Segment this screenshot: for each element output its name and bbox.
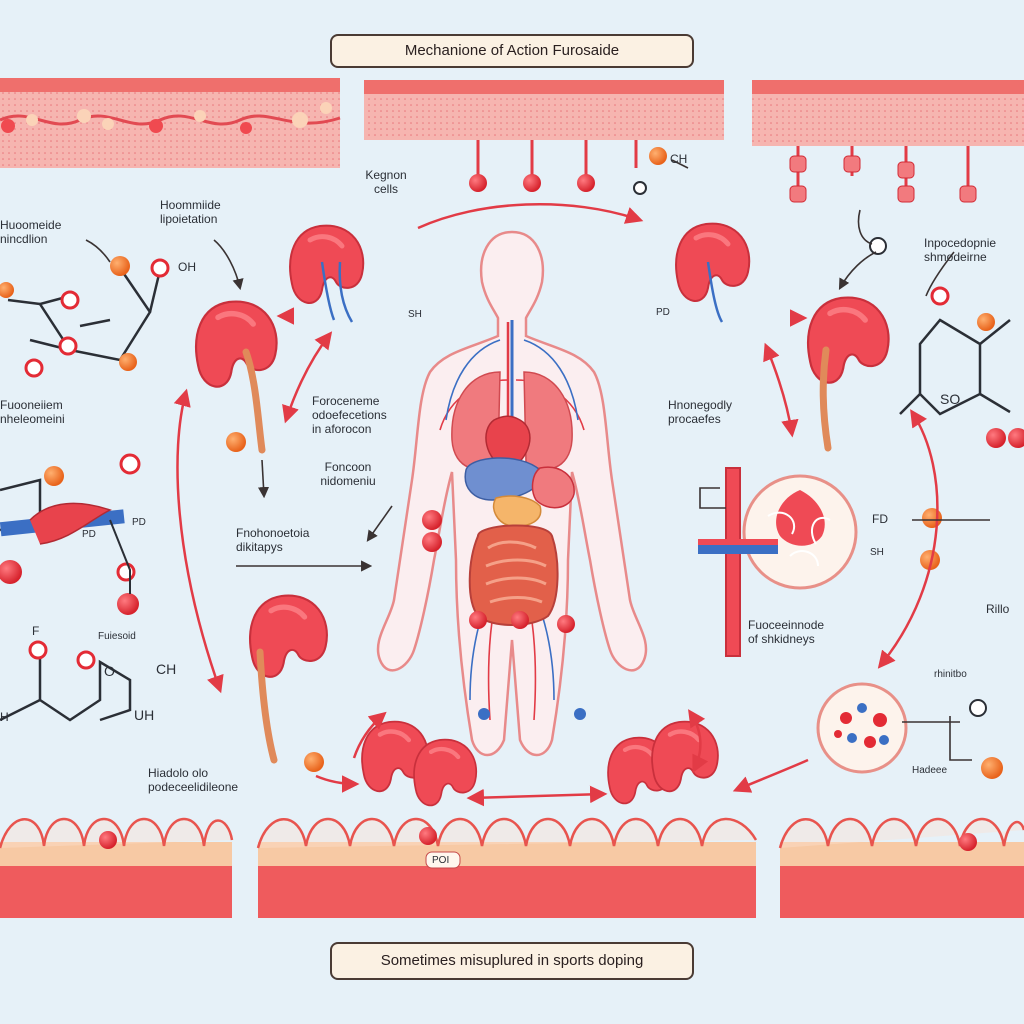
diagram-title: Mechanione of Action Furosaide [330, 34, 694, 68]
label-bottom-left: Hiadolo olo podeceelidileone [148, 766, 239, 794]
heart-and-organs [464, 415, 575, 528]
label-right-small-2: Hadeee [912, 765, 948, 776]
kidney-top-center-left [290, 226, 363, 323]
membrane-channel-dots [469, 147, 977, 203]
label-right-upper: Inpocedopnie shmodeirne [924, 236, 997, 264]
chem-f-left: F [32, 624, 40, 638]
kidney-lower-left [250, 596, 327, 772]
membrane-top-right [752, 80, 1024, 146]
molecule-top-left-atoms [0, 256, 170, 378]
membrane-bottom-center [256, 817, 758, 918]
label-right-lower: Fuoceeinnode of shkidneys [748, 618, 825, 646]
chem-h-left: H [0, 710, 9, 724]
leader-lines [85, 159, 990, 761]
chem-o-left: O [104, 663, 115, 679]
chem-uh-left: UH [134, 707, 155, 723]
kidney-bottom-pair-left [362, 722, 476, 806]
tag-pd-left-1: PD [132, 517, 146, 528]
label-right-small-1: rhinitbo [934, 669, 967, 680]
pelvis-kidneys [469, 611, 586, 720]
tag-pd-left-2: PD [82, 529, 96, 540]
kidney-left-large [196, 302, 276, 454]
label-left-mid: Fuooneiiem nheleomeini [0, 398, 65, 426]
label-bottom-caption: POI [432, 855, 450, 866]
molecule-bottom-left [0, 652, 132, 722]
label-left-lower: Fuiesoid [98, 631, 136, 642]
tag-sh-right: SH [870, 547, 884, 558]
kidney-bottom-pair-right [608, 722, 718, 804]
molecule-bottom-left-atoms [28, 640, 96, 670]
nephron-cross-section [698, 467, 858, 657]
chem-ch-left: CH [156, 661, 177, 677]
intestines [468, 524, 559, 626]
label-right-edge: Rillo [986, 602, 1010, 616]
cycle-arrows [173, 202, 939, 807]
kidney-right-large [808, 298, 888, 452]
cell-cross-section [816, 682, 908, 774]
footer-caption: Sometimes misuplured in sports doping [330, 942, 694, 980]
label-center-lower: Foncoon nidomeniu [320, 460, 376, 488]
chem-oh-top: OH [178, 260, 196, 274]
label-mid-left: Fnohonoetoia dikitapys [236, 526, 310, 554]
membrane-bottom-left [0, 817, 234, 918]
label-top-left: Hoommiide lipoietation [160, 198, 221, 226]
membrane-channels [476, 140, 970, 198]
label-kidney-cells: Kegnon cells [365, 168, 407, 196]
tag-pd-right: PD [656, 307, 670, 318]
membrane-top-left [0, 78, 341, 168]
label-right-center: Hnonegodly procaefes [668, 398, 733, 426]
molecule-right-atoms [633, 181, 1024, 448]
membrane-top-center [364, 80, 724, 140]
label-center-left: Foroceneme odoefecetions in aforocon [312, 394, 387, 436]
label-left-upper: Huoomeide nincdlion [0, 218, 62, 246]
kidney-top-center-right [676, 224, 749, 323]
chem-ch-top-right: CH [670, 152, 688, 166]
tag-fd-right: FD [872, 512, 888, 526]
molecule-left-middle [0, 453, 141, 615]
tag-sh-left: SH [408, 309, 422, 320]
chem-so: SO [940, 391, 961, 407]
molecule-top-left [7, 267, 162, 362]
membrane-bottom-right [778, 817, 1024, 918]
